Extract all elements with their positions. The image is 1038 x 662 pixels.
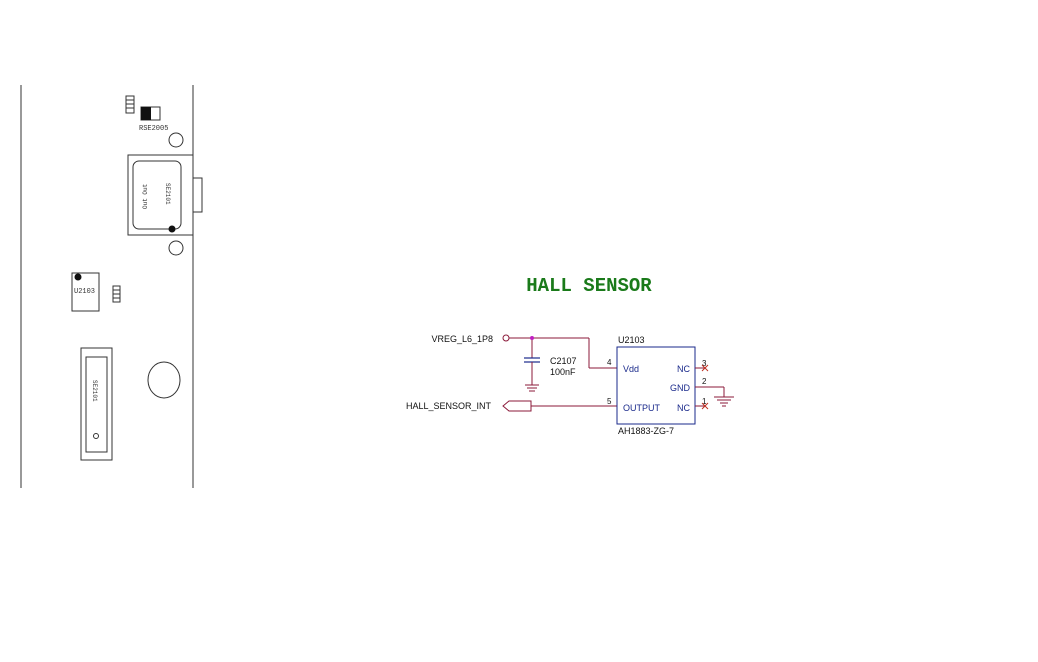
right-pin-wires	[695, 367, 725, 407]
ground-symbol	[714, 396, 734, 407]
pcb-switch: RSE2005	[139, 106, 168, 133]
ic-body	[616, 346, 696, 425]
junction-dot	[530, 336, 534, 340]
pin-num-gnd: 2	[702, 377, 707, 386]
pcb-hole-large	[147, 361, 181, 399]
pcb-u2103-footprint: U2103	[71, 272, 100, 312]
pcb-sensor-mount	[127, 154, 203, 236]
vreg-terminal	[502, 334, 510, 342]
pcb-hole-mid	[168, 240, 184, 256]
pin-name-nc-top: NC	[677, 364, 690, 374]
pin-num-nc-bottom: 1	[702, 397, 707, 406]
pcb-u2103-label: U2103	[74, 288, 95, 296]
pcb-hole-top	[168, 132, 184, 148]
pcb-sensor-mount-text-1: Out Out	[142, 184, 149, 209]
capacitor-c2107	[524, 357, 540, 392]
ic-part: AH1883-ZG-7	[618, 426, 674, 436]
schematic-title: HALL SENSOR	[526, 275, 652, 297]
pcb-sensor-mount-text-2: SE2101	[164, 183, 171, 205]
pcb-resistor-top	[125, 95, 135, 114]
net-label-vreg: VREG_L6_1P8	[431, 334, 493, 344]
net-label-int: HALL_SENSOR_INT	[406, 401, 492, 411]
pin-num-nc-top: 3	[702, 359, 707, 368]
pcb-outline	[20, 85, 194, 488]
pin-num-output: 5	[607, 397, 612, 406]
pin-name-vdd: Vdd	[623, 364, 639, 374]
wire-vreg	[509, 337, 617, 369]
int-port	[502, 400, 532, 412]
pcb-switch-label: RSE2005	[139, 125, 168, 133]
pcb-connector-label: SE2101	[91, 380, 98, 402]
pcb-resistor-mid	[112, 285, 121, 303]
pin-name-gnd: GND	[670, 383, 691, 393]
pin-num-vdd: 4	[607, 358, 612, 367]
pin-name-output: OUTPUT	[623, 403, 661, 413]
pcb-connector	[80, 347, 113, 461]
pin-name-nc-bottom: NC	[677, 403, 690, 413]
cap-ref: C2107	[550, 356, 577, 366]
cap-value: 100nF	[550, 367, 576, 377]
no-connect-marks	[701, 364, 709, 410]
ic-ref: U2103	[618, 335, 645, 345]
